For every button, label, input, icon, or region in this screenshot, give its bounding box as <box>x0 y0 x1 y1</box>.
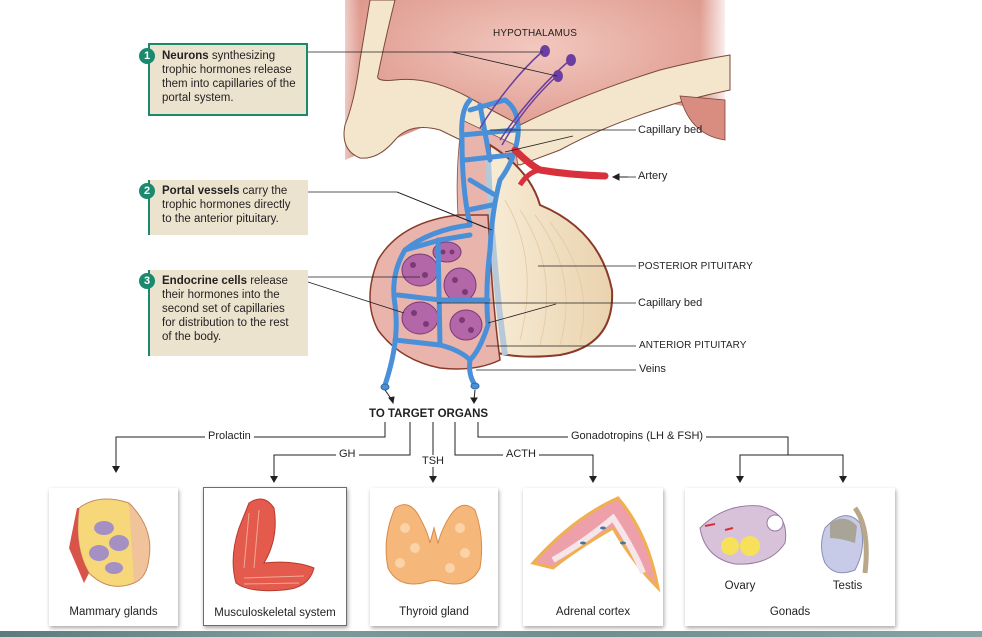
target-label: Musculoskeletal system <box>214 607 336 619</box>
hormone-label-acth: ACTH <box>503 448 539 460</box>
callout-step-2: 2 Portal vessels carry the trophic hormo… <box>139 180 308 235</box>
label-hypothalamus: HYPOTHALAMUS <box>493 28 577 39</box>
sella-bone <box>343 0 731 166</box>
label-capillary-bed-lower: Capillary bed <box>638 297 703 309</box>
callout-step-3: 3 Endocrine cells release their hormones… <box>139 270 308 356</box>
ovary-icon <box>699 505 787 565</box>
arm-muscle-icon <box>232 498 315 592</box>
mammary-gland-icon <box>69 498 151 587</box>
target-panel-adrenal-cortex: Adrenal cortex <box>523 488 663 626</box>
target-panel-musculoskeletal: Musculoskeletal system <box>203 487 347 626</box>
target-panel-mammary-glands: Mammary glands <box>49 488 178 626</box>
callout-bold-term: Portal vessels <box>162 185 240 197</box>
target-label: Adrenal cortex <box>555 606 631 618</box>
endocrine-cell-cluster <box>401 253 439 287</box>
target-panel-thyroid: Thyroid gland <box>370 488 498 626</box>
to-target-organs-heading: TO TARGET ORGANS <box>369 408 489 420</box>
target-panel-gonads: Ovary Testis Gonads <box>685 488 895 626</box>
target-label: Thyroid gland <box>399 606 469 618</box>
step-number-badge: 3 <box>139 273 155 289</box>
portal-vessels <box>382 97 521 388</box>
callout-step-1: 1 Neurons synthesizing trophic hormones … <box>139 43 308 116</box>
gonad-part-label-testis: Testis <box>832 580 863 592</box>
neurons <box>479 50 571 146</box>
hormone-label-tsh: TSH <box>419 455 447 467</box>
adrenal-cortex-icon <box>530 496 661 593</box>
label-capillary-bed-upper: Capillary bed <box>638 124 703 136</box>
label-veins: Veins <box>639 363 666 375</box>
target-label: Mammary glands <box>69 606 158 618</box>
step-number-badge: 2 <box>139 183 155 199</box>
endocrine-cell-cluster <box>443 267 477 303</box>
callout-text: carry the trophic hormones directly to t… <box>162 185 291 225</box>
label-anterior-pituitary: ANTERIOR PITUITARY <box>639 340 747 351</box>
target-label: Gonads <box>769 606 811 618</box>
step-number-badge: 1 <box>139 48 155 64</box>
endocrine-cell-cluster <box>449 309 483 341</box>
label-artery: Artery <box>638 170 668 182</box>
thyroid-gland-icon <box>385 504 483 585</box>
leader-lines <box>307 51 636 371</box>
hormone-label-prolactin: Prolactin <box>205 430 254 442</box>
artery <box>511 146 609 180</box>
endocrine-cell-cluster <box>401 301 439 335</box>
label-posterior-pituitary: POSTERIOR PITUITARY <box>638 261 753 272</box>
gonad-part-label-ovary: Ovary <box>724 580 756 592</box>
callout-bold-term: Neurons <box>162 50 209 62</box>
hormone-label-gh: GH <box>336 448 359 460</box>
callout-bold-term: Endocrine cells <box>162 275 248 287</box>
hormone-label-gonadotropins: Gonadotropins (LH & FSH) <box>568 430 707 442</box>
callout-text: synthesizing trophic hormones release th… <box>162 50 296 104</box>
posterior-pituitary <box>486 143 614 358</box>
bottom-background-strip <box>0 631 982 637</box>
callout-text: release their hormones into the second s… <box>162 275 289 343</box>
gonads-icon <box>699 505 869 574</box>
